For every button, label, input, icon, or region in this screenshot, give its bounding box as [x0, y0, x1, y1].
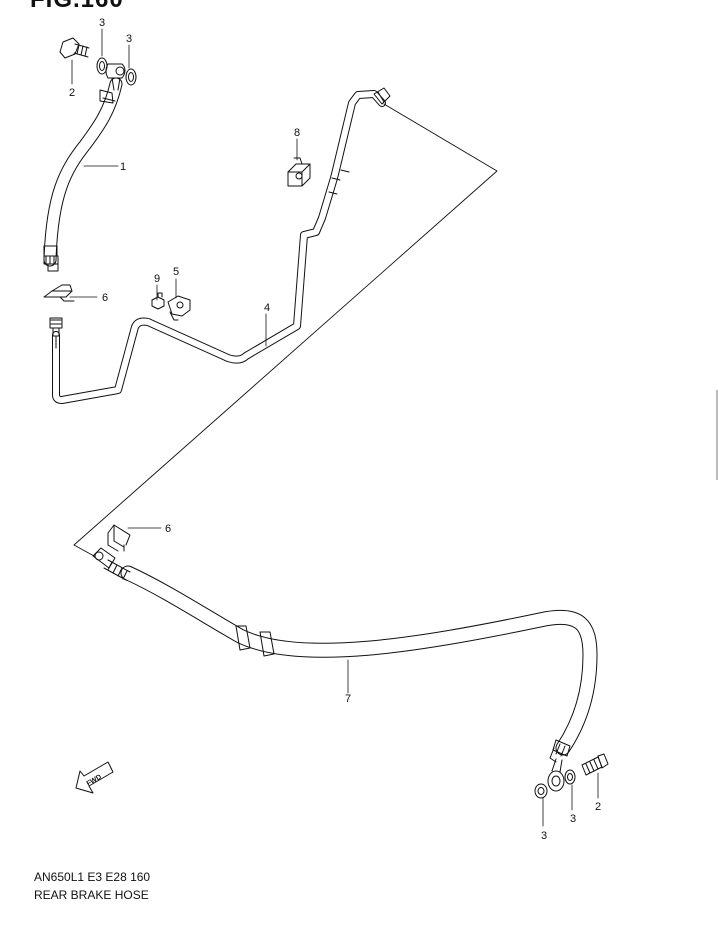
callout-3: 3 — [99, 17, 105, 29]
callout-6: 6 — [102, 292, 108, 304]
callout-4: 4 — [264, 302, 270, 314]
washers-upper — [96, 57, 137, 86]
callout-3: 3 — [126, 33, 132, 45]
hose-clip-upper — [43, 284, 75, 302]
hose-clip-lower — [107, 524, 131, 552]
callout-5: 5 — [173, 266, 179, 278]
callout-3: 3 — [570, 813, 576, 825]
callout-3: 3 — [541, 830, 547, 842]
callout-2: 2 — [69, 87, 75, 99]
union-bolt-lower — [581, 753, 609, 776]
page-edge-mark — [716, 390, 718, 480]
pipe-bracket-clamp — [167, 295, 191, 321]
callout-8: 8 — [294, 127, 300, 139]
callout-1: 1 — [120, 161, 126, 173]
callout-6: 6 — [165, 523, 171, 535]
leader-lines — [69, 28, 599, 827]
brake-pipe — [49, 87, 391, 404]
fwd-arrow-icon — [75, 761, 114, 794]
lower-banjo-fitting — [547, 758, 565, 792]
model-caption: AN650L1 E3 E28 160 — [34, 870, 151, 884]
lower-brake-hose — [92, 547, 598, 763]
washers-lower — [534, 769, 576, 799]
callout-7: 7 — [345, 693, 351, 705]
clamp-screw — [151, 292, 165, 310]
diagram-caption: REAR BRAKE HOSE — [34, 888, 149, 902]
union-bolt-upper — [59, 37, 90, 59]
callout-labels: 3 3 2 1 8 6 9 5 4 6 7 3 3 2 — [69, 17, 601, 842]
callout-9: 9 — [154, 273, 160, 285]
callout-2: 2 — [595, 801, 601, 813]
pipe-clamp — [287, 157, 311, 187]
figure-title: FIG.160 — [30, 0, 124, 14]
assembly-lines — [73, 103, 498, 557]
upper-brake-hose — [43, 77, 123, 272]
